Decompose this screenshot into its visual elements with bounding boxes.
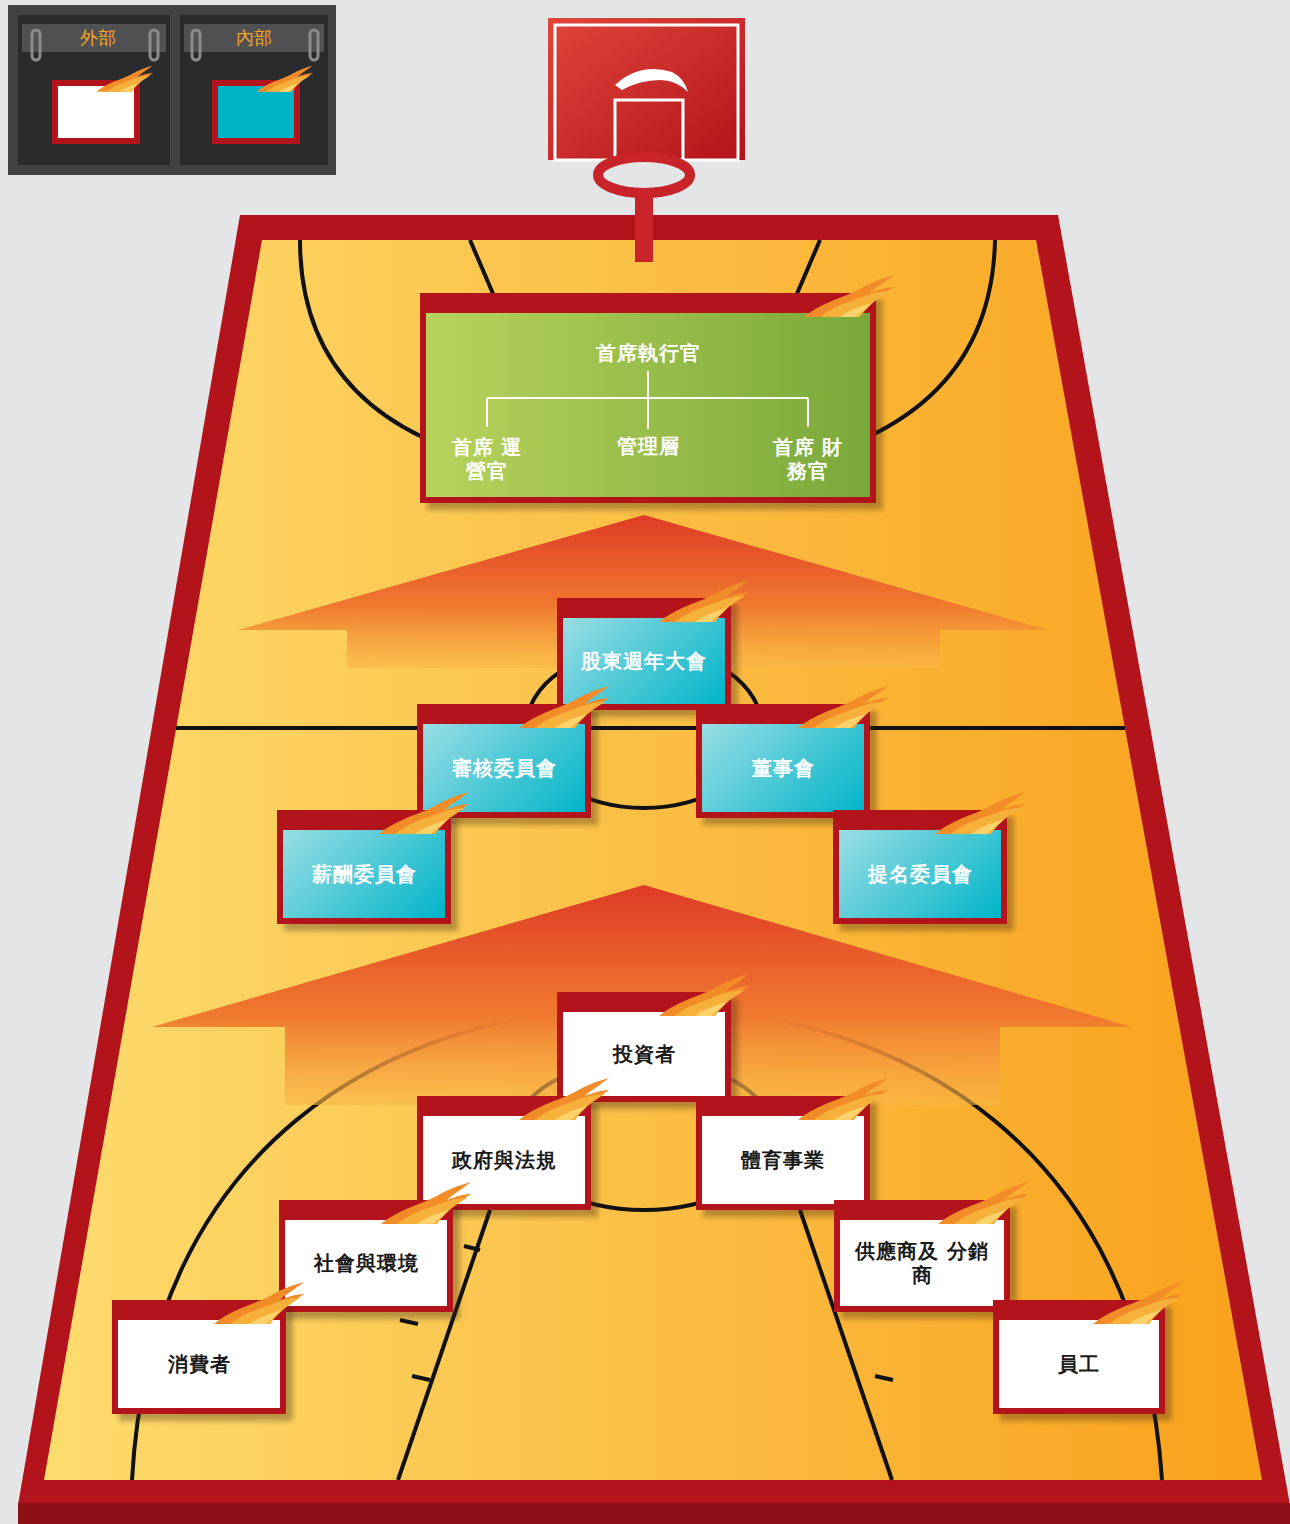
legend-swatch <box>52 80 140 144</box>
flame-decoration <box>375 790 471 834</box>
flame-decoration <box>515 684 611 728</box>
backboard-frame <box>555 25 738 160</box>
node-text: 消費者 <box>168 1352 231 1376</box>
stakeholder-box: 投資者 <box>557 992 731 1102</box>
stakeholder-box: 體育事業 <box>696 1096 870 1210</box>
node-text: 首席 運營官 <box>442 435 532 483</box>
flame-decoration <box>794 684 890 728</box>
stakeholder-box: 董事會 <box>696 704 870 818</box>
stakeholder-box: 薪酬委員會 <box>277 810 451 924</box>
court-lines <box>132 240 1162 1480</box>
court-edge <box>18 1503 1290 1524</box>
node-text: 審核委員會 <box>452 756 557 780</box>
node-text: 首席執行官 <box>573 341 723 365</box>
flame-decoration <box>655 578 751 622</box>
scoreboard-panel <box>180 15 328 165</box>
flame-decoration <box>800 273 896 317</box>
stakeholder-box: 社會與環境 <box>279 1200 453 1312</box>
rings <box>32 30 318 60</box>
flame-decoration <box>655 972 751 1016</box>
node-text: 薪酬委員會 <box>312 862 417 886</box>
legend-swatch <box>212 80 300 144</box>
pole <box>635 190 653 262</box>
flame-decoration <box>794 1076 890 1120</box>
management-box: 首席執行官首席 運營官 管理層 首席 財務官 <box>420 293 876 503</box>
node-text: 投資者 <box>613 1042 676 1066</box>
node-text: 管理層 <box>573 434 723 458</box>
backboard-square <box>615 100 683 160</box>
legend-label: 外部 <box>48 26 148 50</box>
stakeholder-box: 員工 <box>993 1300 1165 1414</box>
court-border <box>18 215 1290 1505</box>
node-text: 供應商及 分銷商 <box>848 1239 996 1287</box>
flame-decoration <box>377 1180 473 1224</box>
node-text: 董事會 <box>752 756 815 780</box>
legend-label: 內部 <box>204 26 304 50</box>
node-text: 股東週年大會 <box>581 649 707 673</box>
court-floor <box>44 240 1262 1480</box>
node-text: 員工 <box>1058 1352 1100 1376</box>
flame-decoration <box>934 1180 1030 1224</box>
stakeholder-box: 供應商及 分銷商 <box>834 1200 1010 1312</box>
rim <box>598 157 690 193</box>
scoreboard-panel <box>18 15 170 165</box>
node-text: 政府與法規 <box>452 1148 557 1172</box>
backboard <box>548 18 745 160</box>
scoreboard <box>8 5 336 175</box>
label-bar <box>184 24 324 52</box>
flame-decoration <box>931 790 1027 834</box>
flame-decoration <box>515 1076 611 1120</box>
stakeholder-box: 股東週年大會 <box>557 598 731 710</box>
flame-decoration <box>1089 1280 1185 1324</box>
brand-logo <box>615 69 688 92</box>
label-bar <box>22 24 166 52</box>
node-text: 社會與環境 <box>314 1251 419 1275</box>
flame-decoration <box>254 64 314 92</box>
node-text: 首席 財務官 <box>763 435 853 483</box>
node-text: 體育事業 <box>741 1148 825 1172</box>
stakeholder-box: 消費者 <box>112 1300 286 1414</box>
flame-decoration <box>210 1280 306 1324</box>
flame-decoration <box>94 64 154 92</box>
stakeholder-box: 審核委員會 <box>417 704 591 818</box>
node-text: 提名委員會 <box>868 862 973 886</box>
stakeholder-box: 提名委員會 <box>833 810 1007 924</box>
